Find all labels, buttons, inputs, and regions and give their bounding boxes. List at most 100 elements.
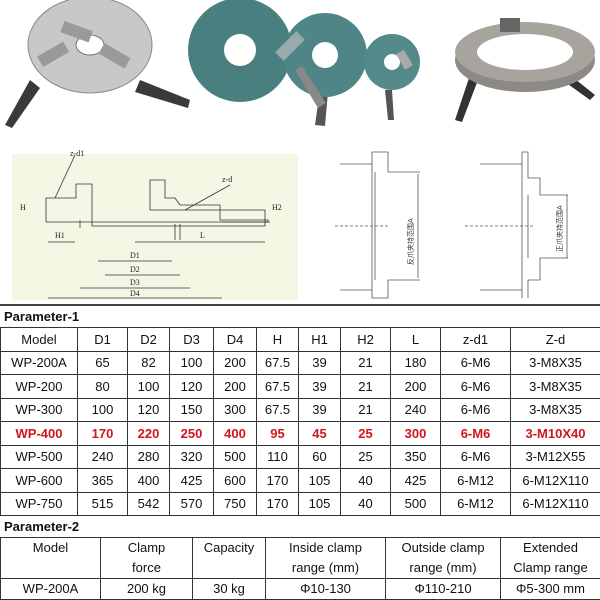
table-cell: 6-M12X110 [510,468,600,493]
table-cell: WP-300 [0,397,78,422]
table-cell: 350 [390,444,441,469]
table-cell: 500 [390,491,441,516]
table-cell: 220 [127,421,170,446]
table-cell: 365 [77,468,128,493]
table-cell: 170 [77,421,128,446]
table-cell: 45 [298,421,341,446]
technical-drawing: z-d1 z-d H H1 H2 L D1 D2 D3 D4 反爪夹持范围A 正… [12,149,568,300]
column-header: z-d1 [440,327,511,352]
table-cell: 21 [340,350,391,375]
label-d2: D2 [130,265,140,274]
table-cell: 3-M8X35 [510,350,600,375]
table-cell: WP-200 [0,374,78,399]
table-cell: 300 [213,397,257,422]
table-cell: WP-200A [0,578,101,600]
column-header: D3 [169,327,214,352]
table-cell: 21 [340,374,391,399]
table-cell: 400 [213,421,257,446]
param2-title: Parameter-2 [4,519,80,534]
table-cell: WP-750 [0,491,78,516]
table-cell: 3-M8X35 [510,397,600,422]
table-cell: 200 kg [100,578,193,600]
label-z-d1: z-d1 [70,149,84,158]
column-header: Clamp [100,537,193,558]
column-header: Z-d [510,327,600,352]
table-cell: 180 [390,350,441,375]
table-cell: 300 [390,421,441,446]
table-cell: 120 [127,397,170,422]
table-cell: 39 [298,350,341,375]
table-cell: 170 [256,491,299,516]
label-h1: H1 [55,231,65,240]
table-cell: 39 [298,397,341,422]
column-header: Inside clamp [265,537,386,558]
label-l: L [200,231,205,240]
table-cell: Φ5-300 mm [500,578,600,600]
product-photos [5,0,595,128]
table-cell: 425 [169,468,214,493]
table-cell: 150 [169,397,214,422]
column-header: Capacity [192,537,266,558]
table-cell: 39 [298,374,341,399]
table-cell: 250 [169,421,214,446]
table-cell: 6-M6 [440,421,511,446]
column-header: force [100,558,193,579]
table-cell: 110 [256,444,299,469]
column-header: H2 [340,327,391,352]
table-cell: 25 [340,444,391,469]
table-cell: 80 [77,374,128,399]
table-cell: WP-400 [0,421,78,446]
column-header: Model [0,327,78,352]
label-d4: D4 [130,289,140,298]
table-cell: 40 [340,491,391,516]
label-reverse-clamp-range: 反爪夹持范围A [406,218,415,265]
table-cell: 200 [213,374,257,399]
column-header: H [256,327,299,352]
column-header: D1 [77,327,128,352]
column-header: Outside clamp [385,537,501,558]
table-cell: 170 [256,468,299,493]
table-cell: 500 [213,444,257,469]
label-h: H [20,203,26,212]
param1-title: Parameter-1 [4,309,80,324]
table-cell: 40 [340,468,391,493]
table-cell: WP-200A [0,350,78,375]
table-cell: 67.5 [256,374,299,399]
table-cell: 100 [169,350,214,375]
table-cell: 105 [298,491,341,516]
chuck-set-icon [188,0,420,126]
table-cell: 67.5 [256,397,299,422]
table-cell: 6-M12 [440,468,511,493]
table-cell: 542 [127,491,170,516]
table-cell: 6-M6 [440,397,511,422]
table-cell: 105 [298,468,341,493]
table-cell: 280 [127,444,170,469]
table-cell: 120 [169,374,214,399]
label-z-d: z-d [222,175,232,184]
column-header: range (mm) [385,558,501,579]
table-cell: 400 [127,468,170,493]
chuck-3-jaw-icon [5,0,190,128]
table-cell: 6-M12 [440,491,511,516]
table-cell: 240 [390,397,441,422]
column-header: Clamp range [500,558,600,579]
column-header: H1 [298,327,341,352]
column-header: Model [0,537,101,558]
column-header: L [390,327,441,352]
table-cell: 6-M6 [440,374,511,399]
table-cell: 3-M12X55 [510,444,600,469]
divider [0,304,600,306]
table-cell: 6-M12X110 [510,491,600,516]
label-forward-clamp-range: 正爪夹持范围A [555,205,564,252]
table-cell: 3-M10X40 [510,421,600,446]
table-cell: 200 [390,374,441,399]
